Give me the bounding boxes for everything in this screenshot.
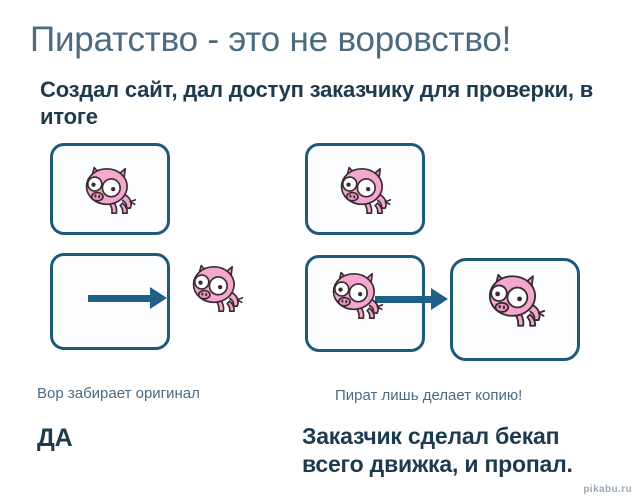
caption-left: Вор забирает оригинал xyxy=(37,385,200,402)
arrow-head xyxy=(431,288,448,310)
pig-icon xyxy=(340,166,392,215)
pig-icon xyxy=(85,166,137,215)
pig-icon xyxy=(332,271,384,320)
copy-arrow xyxy=(375,288,450,310)
panel-original-before-theft xyxy=(50,143,170,235)
pig-icon xyxy=(192,264,244,313)
theft-arrow xyxy=(88,287,168,309)
site-watermark: pikabu.ru xyxy=(583,484,632,495)
conclusion-right: Заказчик сделал бекап всего движка, и пр… xyxy=(302,423,573,477)
subtitle-text: Создал сайт, дал доступ заказчику для пр… xyxy=(40,77,594,129)
answer-left: ДА xyxy=(37,424,73,452)
page-title: Пиратство - это не воровство! xyxy=(30,20,512,59)
arrow-shaft xyxy=(88,295,152,302)
pig-icon xyxy=(488,273,546,327)
arrow-shaft xyxy=(375,296,433,303)
caption-right: Пират лишь делает копию! xyxy=(335,387,523,404)
arrow-head xyxy=(150,287,167,309)
